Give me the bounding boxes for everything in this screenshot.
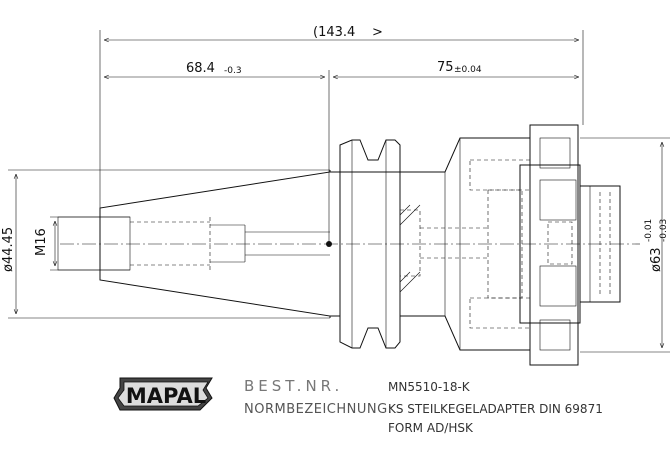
dimension-thread: M16 — [34, 216, 130, 271]
dimension-hsk-diameter: ø63 -0.01 -0.03 — [580, 137, 670, 353]
order-number-label: BEST.NR. — [244, 377, 343, 395]
dimension-taper-diameter: ø44.45 — [1, 169, 330, 319]
taper-diameter-text: ø44.45 — [1, 227, 16, 272]
title-block: BEST.NR. MN5510-18-K NORMBEZEICHNUNG: KS… — [244, 377, 603, 435]
logo-text: MAPAL — [126, 384, 206, 408]
norm-designation-form: FORM AD/HSK — [388, 421, 474, 435]
thread-text: M16 — [34, 228, 49, 256]
hsk-tolerance-lower: -0.03 — [659, 219, 669, 242]
hsk-diameter-text: ø63 — [649, 248, 664, 273]
order-number-value: MN5510-18-K — [388, 380, 471, 394]
norm-designation-value: KS STEILKEGELADAPTER DIN 69871 — [388, 402, 603, 416]
dimension-gauge-to-rear: 68.4 -0.3 — [104, 61, 330, 245]
overall-length-arrow: > — [372, 25, 383, 40]
mapal-logo: MAPAL — [113, 377, 213, 411]
gauge-to-front-text: 75 — [437, 60, 454, 75]
dimension-overall-length: (143.4 > — [99, 25, 584, 215]
norm-designation-label: NORMBEZEICHNUNG: — [244, 402, 393, 417]
hsk-tolerance-upper: -0.01 — [644, 219, 654, 242]
adapter-body — [57, 124, 621, 366]
gauge-to-front-tolerance: ±0.04 — [454, 65, 482, 75]
overall-length-text: (143.4 — [313, 25, 355, 40]
gauge-to-rear-tolerance: -0.3 — [224, 66, 242, 76]
dimension-gauge-to-front: 75 ±0.04 — [333, 60, 579, 77]
gauge-to-rear-text: 68.4 — [186, 61, 215, 76]
